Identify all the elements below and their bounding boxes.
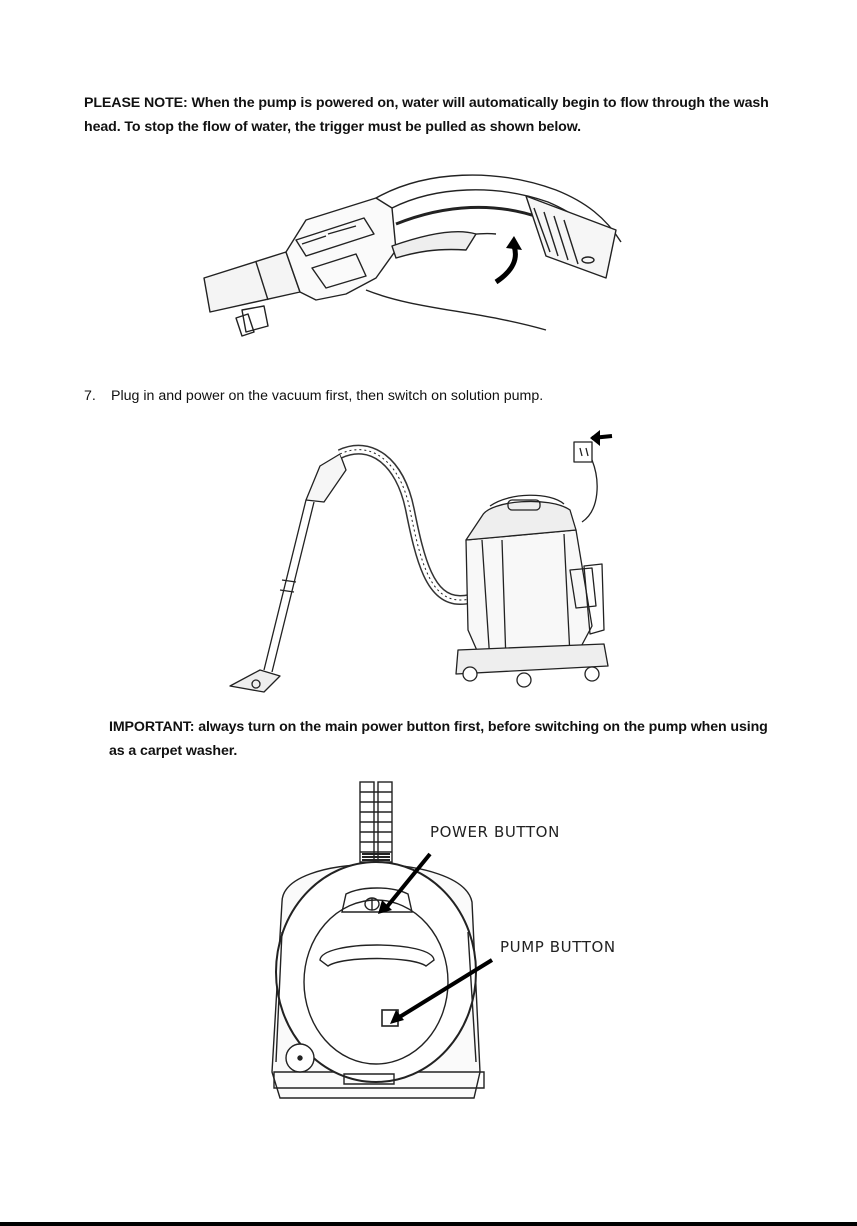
step-7: 7. Plug in and power on the vacuum first,… (84, 384, 774, 408)
handle-trigger-illustration (203, 174, 622, 337)
pump-button-label: PUMP BUTTON (500, 938, 616, 956)
page-bottom-rule (0, 1222, 857, 1226)
step-text: Plug in and power on the vacuum first, t… (111, 388, 544, 404)
step-number: 7. (84, 388, 96, 404)
important-paragraph: IMPORTANT: always turn on the main power… (109, 719, 768, 759)
power-button-label: POWER BUTTON (430, 823, 560, 841)
vacuum-plug-in-illustration (229, 430, 613, 693)
control-panel-illustration (271, 781, 494, 1099)
note-paragraph: PLEASE NOTE: When the pump is powered on… (84, 95, 769, 135)
